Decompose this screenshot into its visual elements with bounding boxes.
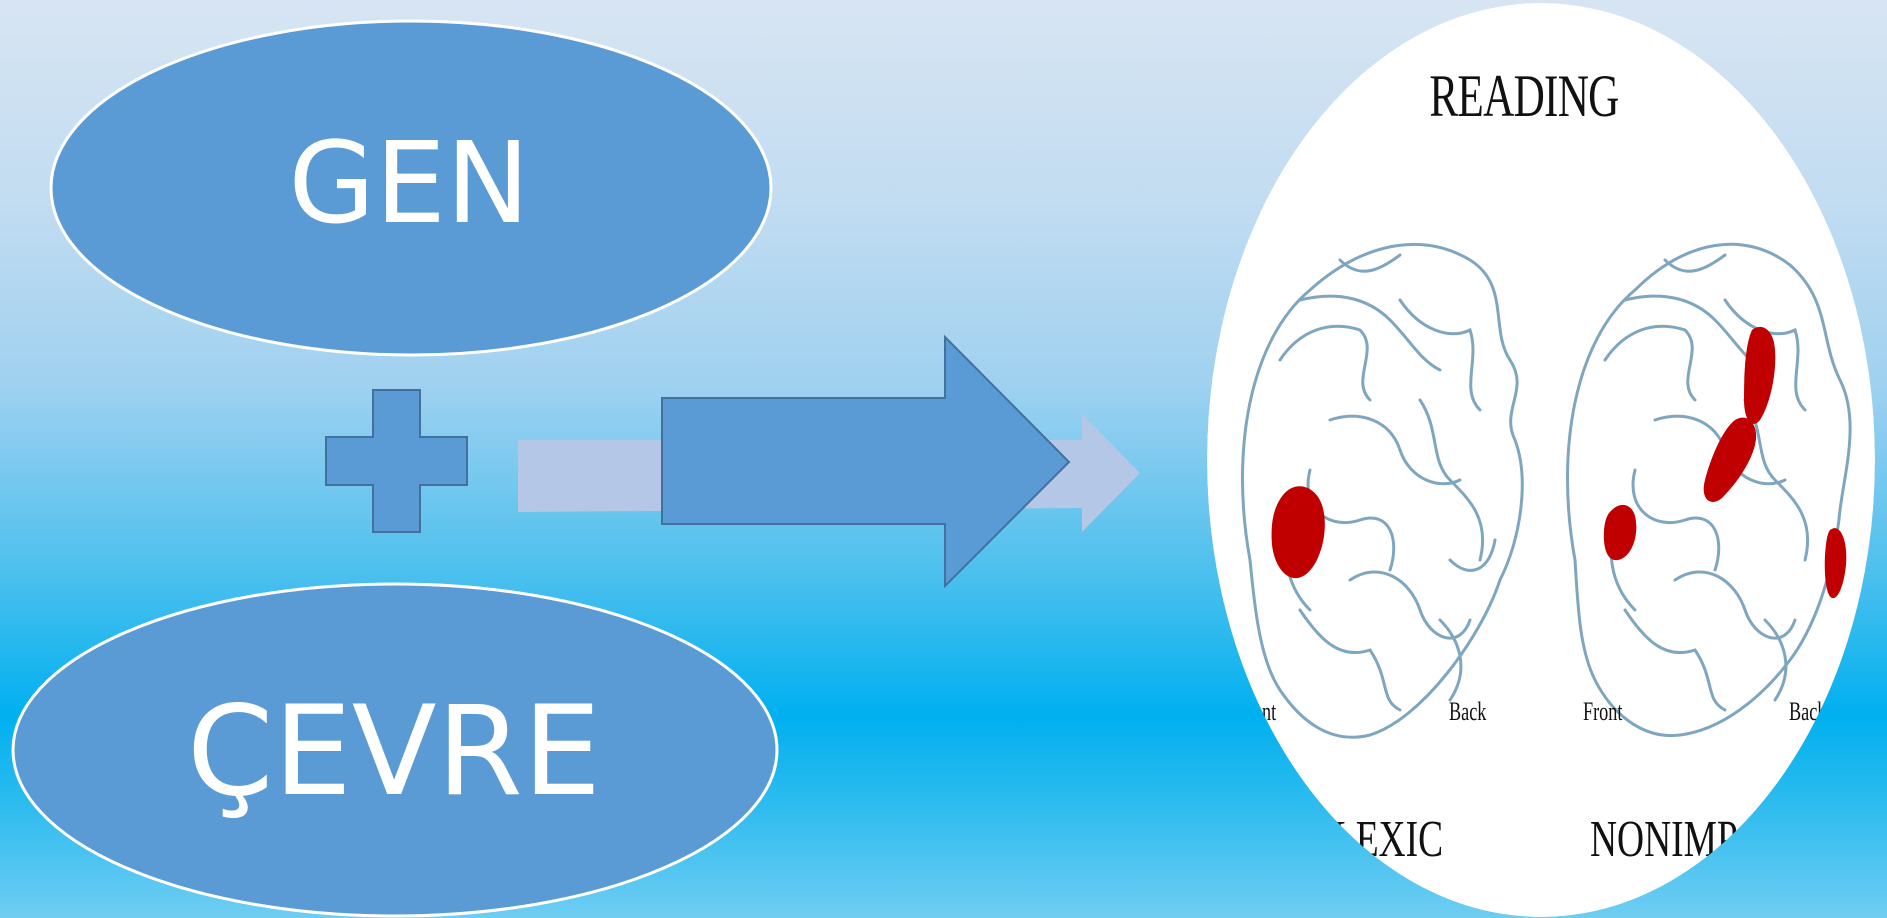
plus-icon — [326, 390, 467, 532]
brain-figure — [1207, 3, 1875, 917]
arrow-right-icon — [662, 337, 1069, 586]
cevre-label: ÇEVRE — [187, 690, 601, 814]
gen-label: GEN — [288, 128, 529, 240]
